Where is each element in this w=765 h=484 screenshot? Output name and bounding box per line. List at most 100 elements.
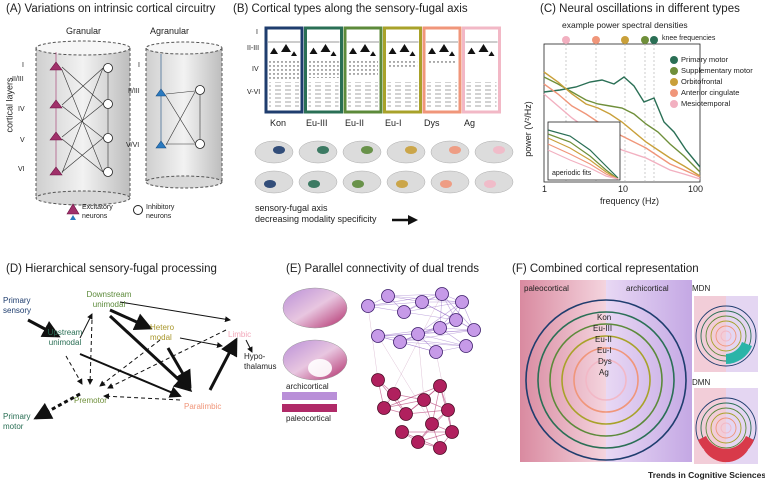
- brain-map: [342, 140, 382, 164]
- node-primary-motor: Primary motor: [3, 412, 31, 431]
- network-edge: [403, 301, 463, 313]
- xtick-10: 10: [618, 184, 629, 194]
- archicortical-node: [429, 345, 443, 359]
- panel-a-title: (A) Variations on intrinsic cortical cir…: [6, 3, 216, 15]
- node-primary-sensory: Primary sensory: [3, 296, 32, 315]
- cortical-type-column: [462, 26, 501, 114]
- archicortical-node: [433, 321, 447, 335]
- hierarchy-edges: [27, 301, 253, 420]
- b-layer-iv: IV: [252, 66, 259, 73]
- archicortical-node: [361, 299, 375, 313]
- inset-aperiodic-label: aperiodic fits: [552, 170, 592, 177]
- granular-layer-iv: IV: [18, 106, 25, 113]
- legend-label: Primary motor: [681, 55, 729, 64]
- brain-map: [430, 140, 470, 164]
- paleocortical-node: [395, 425, 409, 439]
- dmn-label: DMN: [692, 378, 711, 387]
- ring-label-eu-i: Eu-I: [597, 346, 612, 355]
- node-premotor: Premotor: [74, 396, 107, 405]
- network-edge: [377, 335, 433, 425]
- panel-f-title: (F) Combined cortical representation: [512, 263, 699, 275]
- inhibitory-neuron-icon: [133, 205, 143, 215]
- network-edge: [441, 293, 475, 331]
- legend-label: Mesiotemporal: [681, 99, 731, 108]
- network-edge: [367, 293, 443, 307]
- legend-paleocortical: paleocortical: [286, 414, 331, 423]
- archicortical-node: [393, 335, 407, 349]
- paleocortical-node: [387, 387, 401, 401]
- cortical-type-column: [383, 26, 422, 114]
- modality-specificity-label: decreasing modality specificity: [255, 214, 377, 224]
- granular-neurons: [49, 52, 113, 177]
- legend-swatch: [670, 77, 678, 86]
- b-layer-v-vi: V-VI: [247, 89, 261, 96]
- brain-map: [298, 140, 338, 164]
- dmn-map: [694, 388, 758, 464]
- agranular-layer-v-vi: V/VI: [126, 142, 140, 149]
- brain-map: [342, 170, 382, 194]
- legend-item: Orbitofrontal: [670, 76, 753, 87]
- archicortical-node: [415, 295, 429, 309]
- knee-frequencies-label: knee frequencies: [662, 35, 716, 42]
- agranular-cylinder: [145, 41, 223, 189]
- archicortical-node: [467, 323, 481, 337]
- archicortical-node: [397, 305, 411, 319]
- archicortical-node: [449, 313, 463, 327]
- granular-layer-v: V: [20, 137, 25, 144]
- network-edge: [377, 335, 437, 353]
- paleocortical-node: [371, 373, 385, 387]
- type-label-eu-i: Eu-I: [385, 118, 402, 128]
- brain-surface-maps: [254, 140, 514, 194]
- cortical-layers-label: cortical layers: [4, 77, 15, 133]
- archicortical-node: [459, 339, 473, 353]
- paleocortical-node: [433, 379, 447, 393]
- cortical-type-column: [343, 26, 383, 114]
- cortical-type-columns: [264, 26, 501, 114]
- psd-primary-motor: [543, 76, 701, 168]
- legend-label: Supplementary motor: [681, 66, 753, 75]
- paleocortical-label: paleocortical: [524, 284, 569, 293]
- legend-label: Orbitofrontal: [681, 77, 723, 86]
- psd-ylabel: power (V²/Hz): [522, 101, 533, 157]
- brain-map: [474, 170, 514, 194]
- node-hypothalamus: Hypo- thalamus: [244, 352, 277, 371]
- legend-excitatory: Excitatory neurons: [82, 204, 113, 220]
- network-edge: [377, 335, 467, 347]
- network-edge: [405, 409, 449, 415]
- psd-subtitle: example power spectral densities: [562, 20, 688, 30]
- archicortical-label: archicortical: [626, 284, 669, 293]
- cortical-type-column: [304, 26, 343, 114]
- granular-layer-vi: VI: [18, 166, 25, 173]
- type-label-eu-iii: Eu-III: [306, 118, 328, 128]
- psd-anterior-cingulate: [543, 83, 701, 178]
- archicortical-node: [371, 329, 385, 343]
- cortical-type-column: [264, 26, 304, 114]
- brain-map: [386, 170, 426, 194]
- sensory-fugal-axis-label: sensory-fugal axis: [255, 203, 328, 213]
- network-edge: [435, 351, 453, 433]
- psd-legend: Primary motor Supplementary motor Orbito…: [670, 54, 753, 109]
- archicortical-node: [435, 287, 449, 301]
- paleocortical-node: [417, 393, 431, 407]
- psd-mesiotemporal: [543, 93, 701, 180]
- panel-e-title: (E) Parallel connectivity of dual trends: [286, 263, 480, 275]
- node-limbic: Limbic: [228, 330, 252, 339]
- paleocortical-node: [411, 435, 425, 449]
- archi-paleo-legend: [282, 392, 337, 412]
- agranular-neurons: [155, 54, 205, 149]
- network-edge: [417, 333, 425, 401]
- archicortical-node: [381, 289, 395, 303]
- cortical-type-column: [422, 26, 462, 114]
- paleocortical-node: [377, 401, 391, 415]
- node-downstream-unimodal: Downstream unimodal: [86, 290, 132, 309]
- ring-label-kon: Kon: [597, 313, 612, 322]
- network-edge: [377, 327, 441, 337]
- b-layer-ii-iii: II-III: [247, 45, 260, 52]
- paleocortical-node: [433, 441, 447, 455]
- type-label-kon: Kon: [270, 118, 287, 128]
- type-label-ag: Ag: [464, 118, 476, 128]
- network-edge: [417, 301, 463, 335]
- ring-label-eu-ii: Eu-II: [595, 335, 612, 344]
- journal-footer: Trends in Cognitive Sciences: [648, 470, 765, 480]
- network-edge: [367, 301, 423, 307]
